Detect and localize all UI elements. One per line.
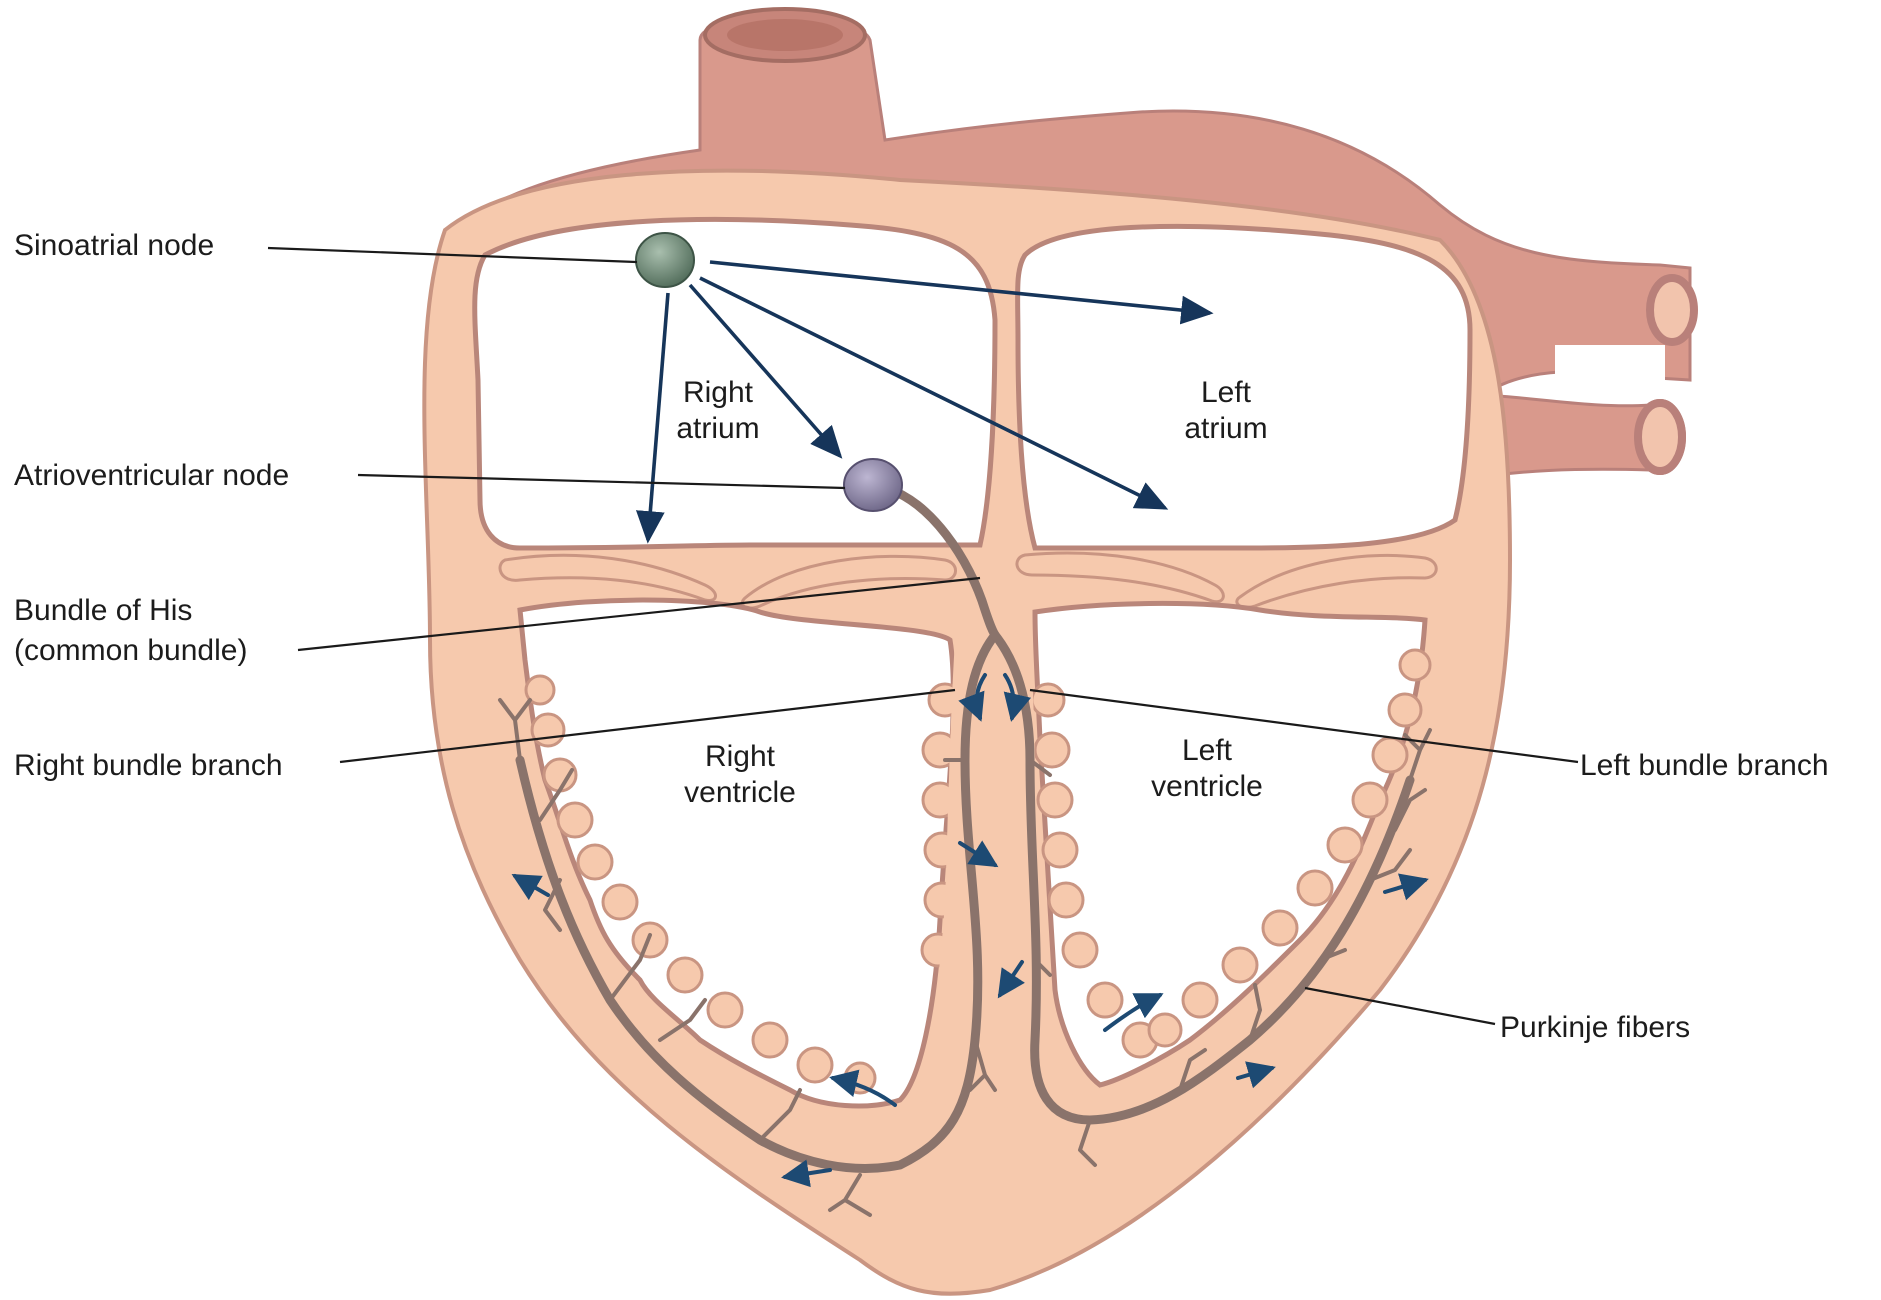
label-bundle-of-his-line1: Bundle of His — [14, 594, 192, 627]
label-right-bundle-branch: Right bundle branch — [14, 749, 283, 782]
label-left-bundle-branch: Left bundle branch — [1580, 749, 1829, 782]
right-ventricle-label-1: Right — [705, 740, 776, 773]
left-atrium-label-1: Left — [1201, 376, 1252, 409]
left-ventricle-label-2: ventricle — [1151, 770, 1263, 803]
right-atrium-label-1: Right — [683, 376, 754, 409]
label-atrioventricular-node: Atrioventricular node — [14, 459, 289, 492]
right-ventricle-label-2: ventricle — [684, 776, 796, 809]
pulmonary-vein-upper — [1650, 278, 1694, 342]
label-purkinje-fibers: Purkinje fibers — [1500, 1011, 1690, 1044]
label-bundle-of-his-line2: (common bundle) — [14, 634, 247, 667]
left-ventricle-label-1: Left — [1182, 734, 1233, 767]
left-atrium-label-2: atrium — [1184, 412, 1267, 445]
sinoatrial-node — [636, 233, 694, 287]
atrioventricular-node — [844, 459, 902, 511]
label-sinoatrial-node: Sinoatrial node — [14, 229, 214, 262]
right-atrium-label-2: atrium — [676, 412, 759, 445]
